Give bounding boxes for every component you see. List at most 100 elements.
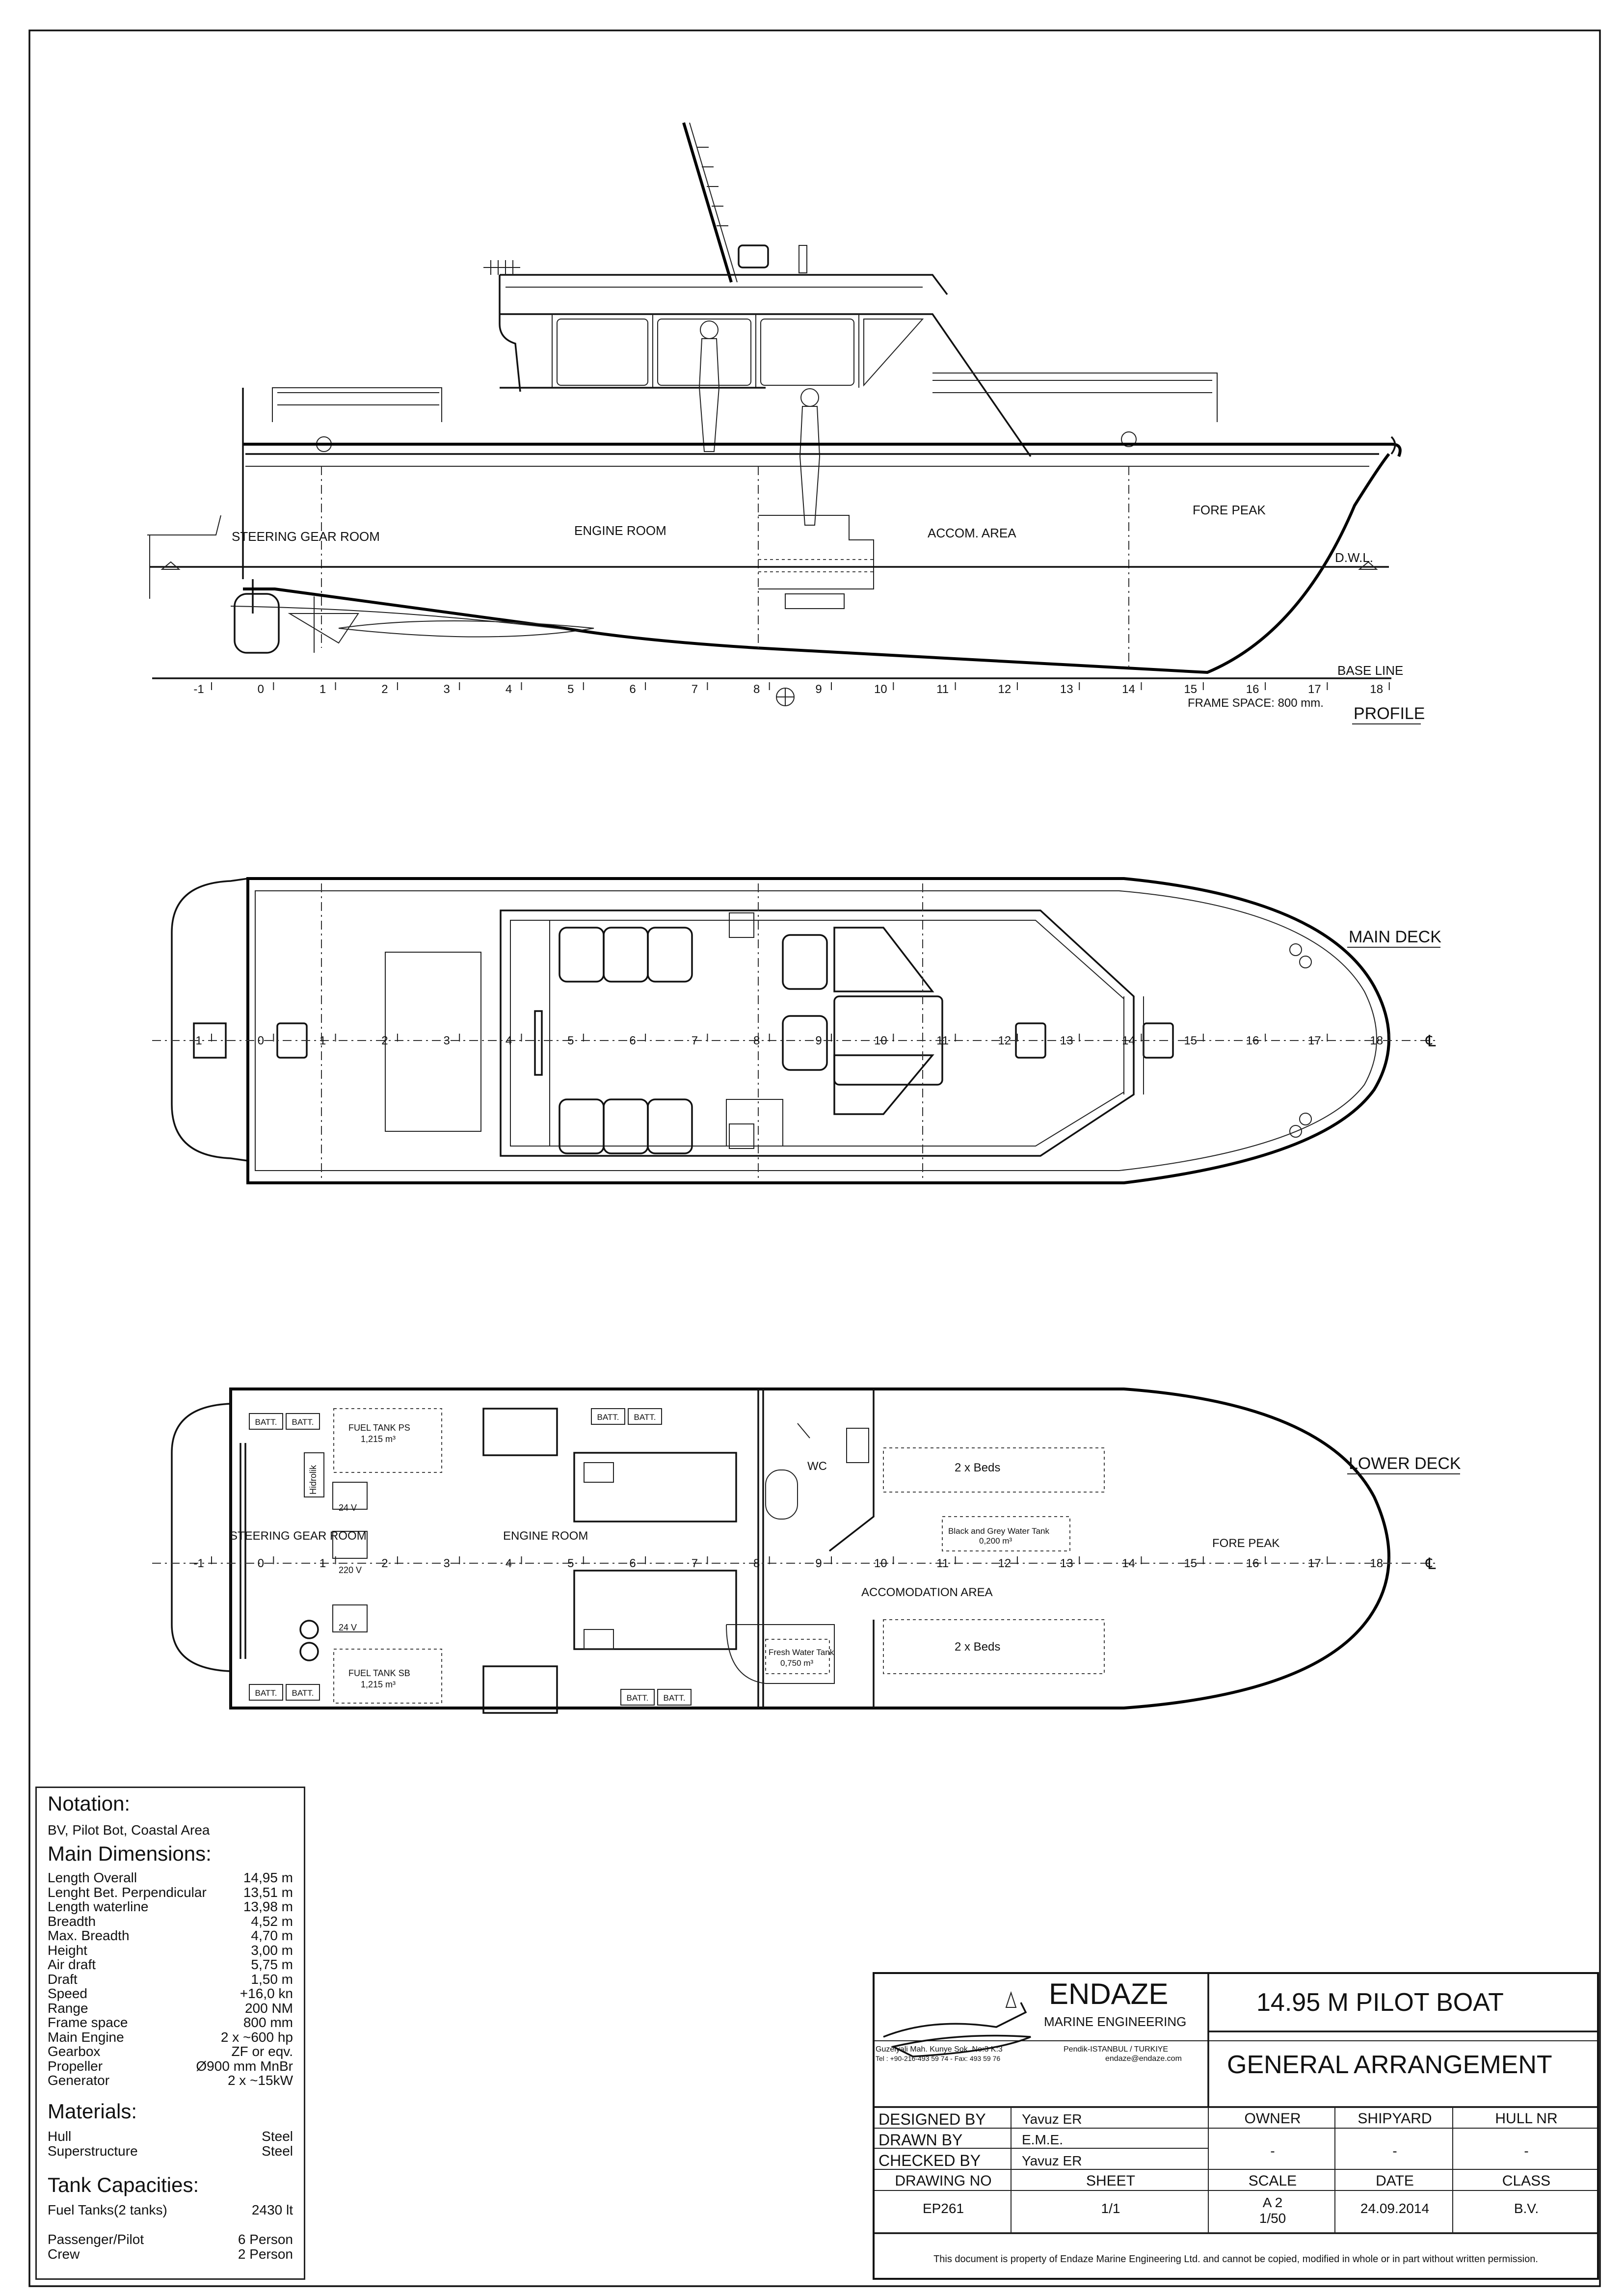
profile-title: PROFILE — [1354, 704, 1425, 723]
lower-deck-title: LOWER DECK — [1349, 1454, 1461, 1473]
frame-space-label: FRAME SPACE: 800 mm. — [1188, 696, 1324, 710]
dims-list-value-7: 1,50 m — [251, 1971, 293, 1987]
scale-label: SCALE — [1248, 2173, 1297, 2189]
dims-list-value-1: 13,51 m — [243, 1884, 293, 1900]
steering-gear-room-label: STEERING GEAR ROOM — [232, 529, 380, 544]
main-deck-frame-5: 4 — [506, 1034, 512, 1047]
base-line-label: BASE LINE — [1337, 663, 1403, 678]
dims-list-value-12: ZF or eqv. — [231, 2044, 293, 2059]
title-block-grid — [874, 1973, 1598, 2234]
date-label: DATE — [1376, 2173, 1414, 2189]
fresh-water-tank-label: Fresh Water Tank — [769, 1648, 834, 1657]
mat-list-key-0: Hull — [48, 2129, 72, 2144]
sheet-value: 1/1 — [1101, 2201, 1120, 2216]
dims-list-key-13: Propeller — [48, 2058, 103, 2074]
profile-frame-10: 9 — [815, 683, 822, 696]
dims-list-value-13: Ø900 mm MnBr — [196, 2058, 293, 2074]
lower-deck-frame-3: 2 — [381, 1557, 388, 1570]
profile-frame-15: 14 — [1122, 683, 1135, 696]
checked-by-value: Yavuz ER — [1022, 2153, 1082, 2168]
drawn-by-label: DRAWN BY — [879, 2131, 963, 2149]
main-deck-frame-15: 14 — [1122, 1034, 1135, 1047]
dims-list-key-2: Length waterline — [48, 1899, 149, 1914]
dims-list-key-12: Gearbox — [48, 2044, 101, 2059]
main-deck-frame-2: 1 — [319, 1034, 326, 1047]
profile-frame-6: 5 — [567, 683, 574, 696]
dims-list-value-6: 5,75 m — [251, 1957, 293, 1972]
shipyard-label: SHIPYARD — [1358, 2110, 1432, 2127]
wc-label: WC — [807, 1460, 827, 1473]
lower-deck-frame-8: 7 — [692, 1557, 698, 1570]
dims-list-row-8: Speed+16,0 kn — [48, 1986, 293, 2001]
designed-by-value: Yavuz ER — [1022, 2111, 1082, 2127]
lower-deck-frame-7: 6 — [629, 1557, 636, 1570]
profile-frame-5: 4 — [506, 683, 512, 696]
batt-label-0: BATT. — [255, 1417, 277, 1427]
class-label: CLASS — [1502, 2173, 1551, 2189]
lower-deck-frame-0: -1 — [193, 1557, 204, 1570]
checked-by-label: CHECKED BY — [879, 2152, 981, 2169]
profile-frame-16: 15 — [1184, 683, 1197, 696]
owner-label: OWNER — [1244, 2110, 1301, 2127]
v220-label: 220 V — [339, 1565, 362, 1575]
beds-lower-label: 2 x Beds — [955, 1640, 1000, 1654]
company-city: Pendik-ISTANBUL / TURKIYE — [1064, 2045, 1169, 2054]
tank-capacities-heading: Tank Capacities: — [48, 2173, 199, 2196]
profile-frame-11: 10 — [874, 683, 887, 696]
tank-list-value-0: 2430 lt — [251, 2202, 293, 2217]
mat-list-value-1: Steel — [262, 2143, 293, 2159]
profile-frame-13: 12 — [998, 683, 1012, 696]
dims-list-row-6: Air draft 5,75 m — [48, 1957, 293, 1972]
dims-list-value-9: 200 NM — [244, 2000, 293, 2016]
main-deck-frame-3: 2 — [381, 1034, 388, 1047]
lower-engine-room-label: ENGINE ROOM — [503, 1529, 588, 1543]
profile-frame-17: 16 — [1246, 683, 1259, 696]
fuel-tank-sb-label: FUEL TANK SB — [348, 1668, 410, 1678]
dims-list-value-8: +16,0 kn — [240, 1986, 293, 2001]
main-deck-frame-0: 1 — [195, 1034, 202, 1047]
sheet-border — [28, 29, 1601, 2287]
mat-list-key-1: Superstructure — [48, 2143, 138, 2159]
lower-deck-frame-12: 11 — [936, 1557, 949, 1570]
fuel-tank-ps-volume: 1,215 m³ — [361, 1434, 396, 1444]
profile-frame-7: 6 — [629, 683, 636, 696]
batt-label-7: BATT. — [663, 1693, 685, 1703]
batt-label-4: BATT. — [255, 1688, 277, 1698]
people-list-key-0: Passenger/Pilot — [48, 2232, 144, 2247]
drawing-title: GENERAL ARRANGEMENT — [1227, 2051, 1552, 2079]
v24-upper-label: 24 V — [339, 1503, 357, 1513]
lower-deck-frame-2: 1 — [319, 1557, 326, 1570]
main-deck-frame-18: 17 — [1308, 1034, 1321, 1047]
accom-area-label: ACCOM. AREA — [928, 526, 1016, 540]
hull-nr-label: HULL NR — [1495, 2110, 1558, 2127]
main-deck-frame-10: 9 — [815, 1034, 822, 1047]
lower-deck-frame-6: 5 — [567, 1557, 574, 1570]
profile-frame-1: 0 — [258, 683, 264, 696]
lower-deck-frame-9: 8 — [753, 1557, 760, 1570]
lower-deck-view: BATT.BATT.BATT.BATT.BATT.BATT.BATT.BATT.… — [152, 1388, 1461, 1714]
dims-list-value-11: 2 x ~600 hp — [220, 2029, 293, 2045]
mat-list-row-1: Superstructure Steel — [48, 2144, 293, 2159]
materials-heading: Materials: — [48, 2100, 137, 2123]
main-deck-frame-7: 6 — [629, 1034, 636, 1047]
main-deck-frame-8: 7 — [692, 1034, 698, 1047]
lower-deck-frame-11: 10 — [874, 1557, 887, 1570]
fuel-tank-ps-label: FUEL TANK PS — [348, 1423, 410, 1433]
notation-panel: Notation: BV, Pilot Bot, Coastal Area Ma… — [35, 1787, 305, 2280]
lower-deck-frame-1: 0 — [258, 1557, 264, 1570]
black-grey-tank-volume: 0,200 m³ — [979, 1536, 1012, 1546]
main-deck-frame-11: 10 — [874, 1034, 887, 1047]
dims-list-key-6: Air draft — [48, 1957, 96, 1972]
dwl-label: D.W.L. — [1335, 550, 1373, 565]
batt-label-5: BATT. — [292, 1688, 314, 1698]
company-tel: Tel : +90-216-493 59 74 - Fax: 493 59 76 — [876, 2055, 1001, 2062]
